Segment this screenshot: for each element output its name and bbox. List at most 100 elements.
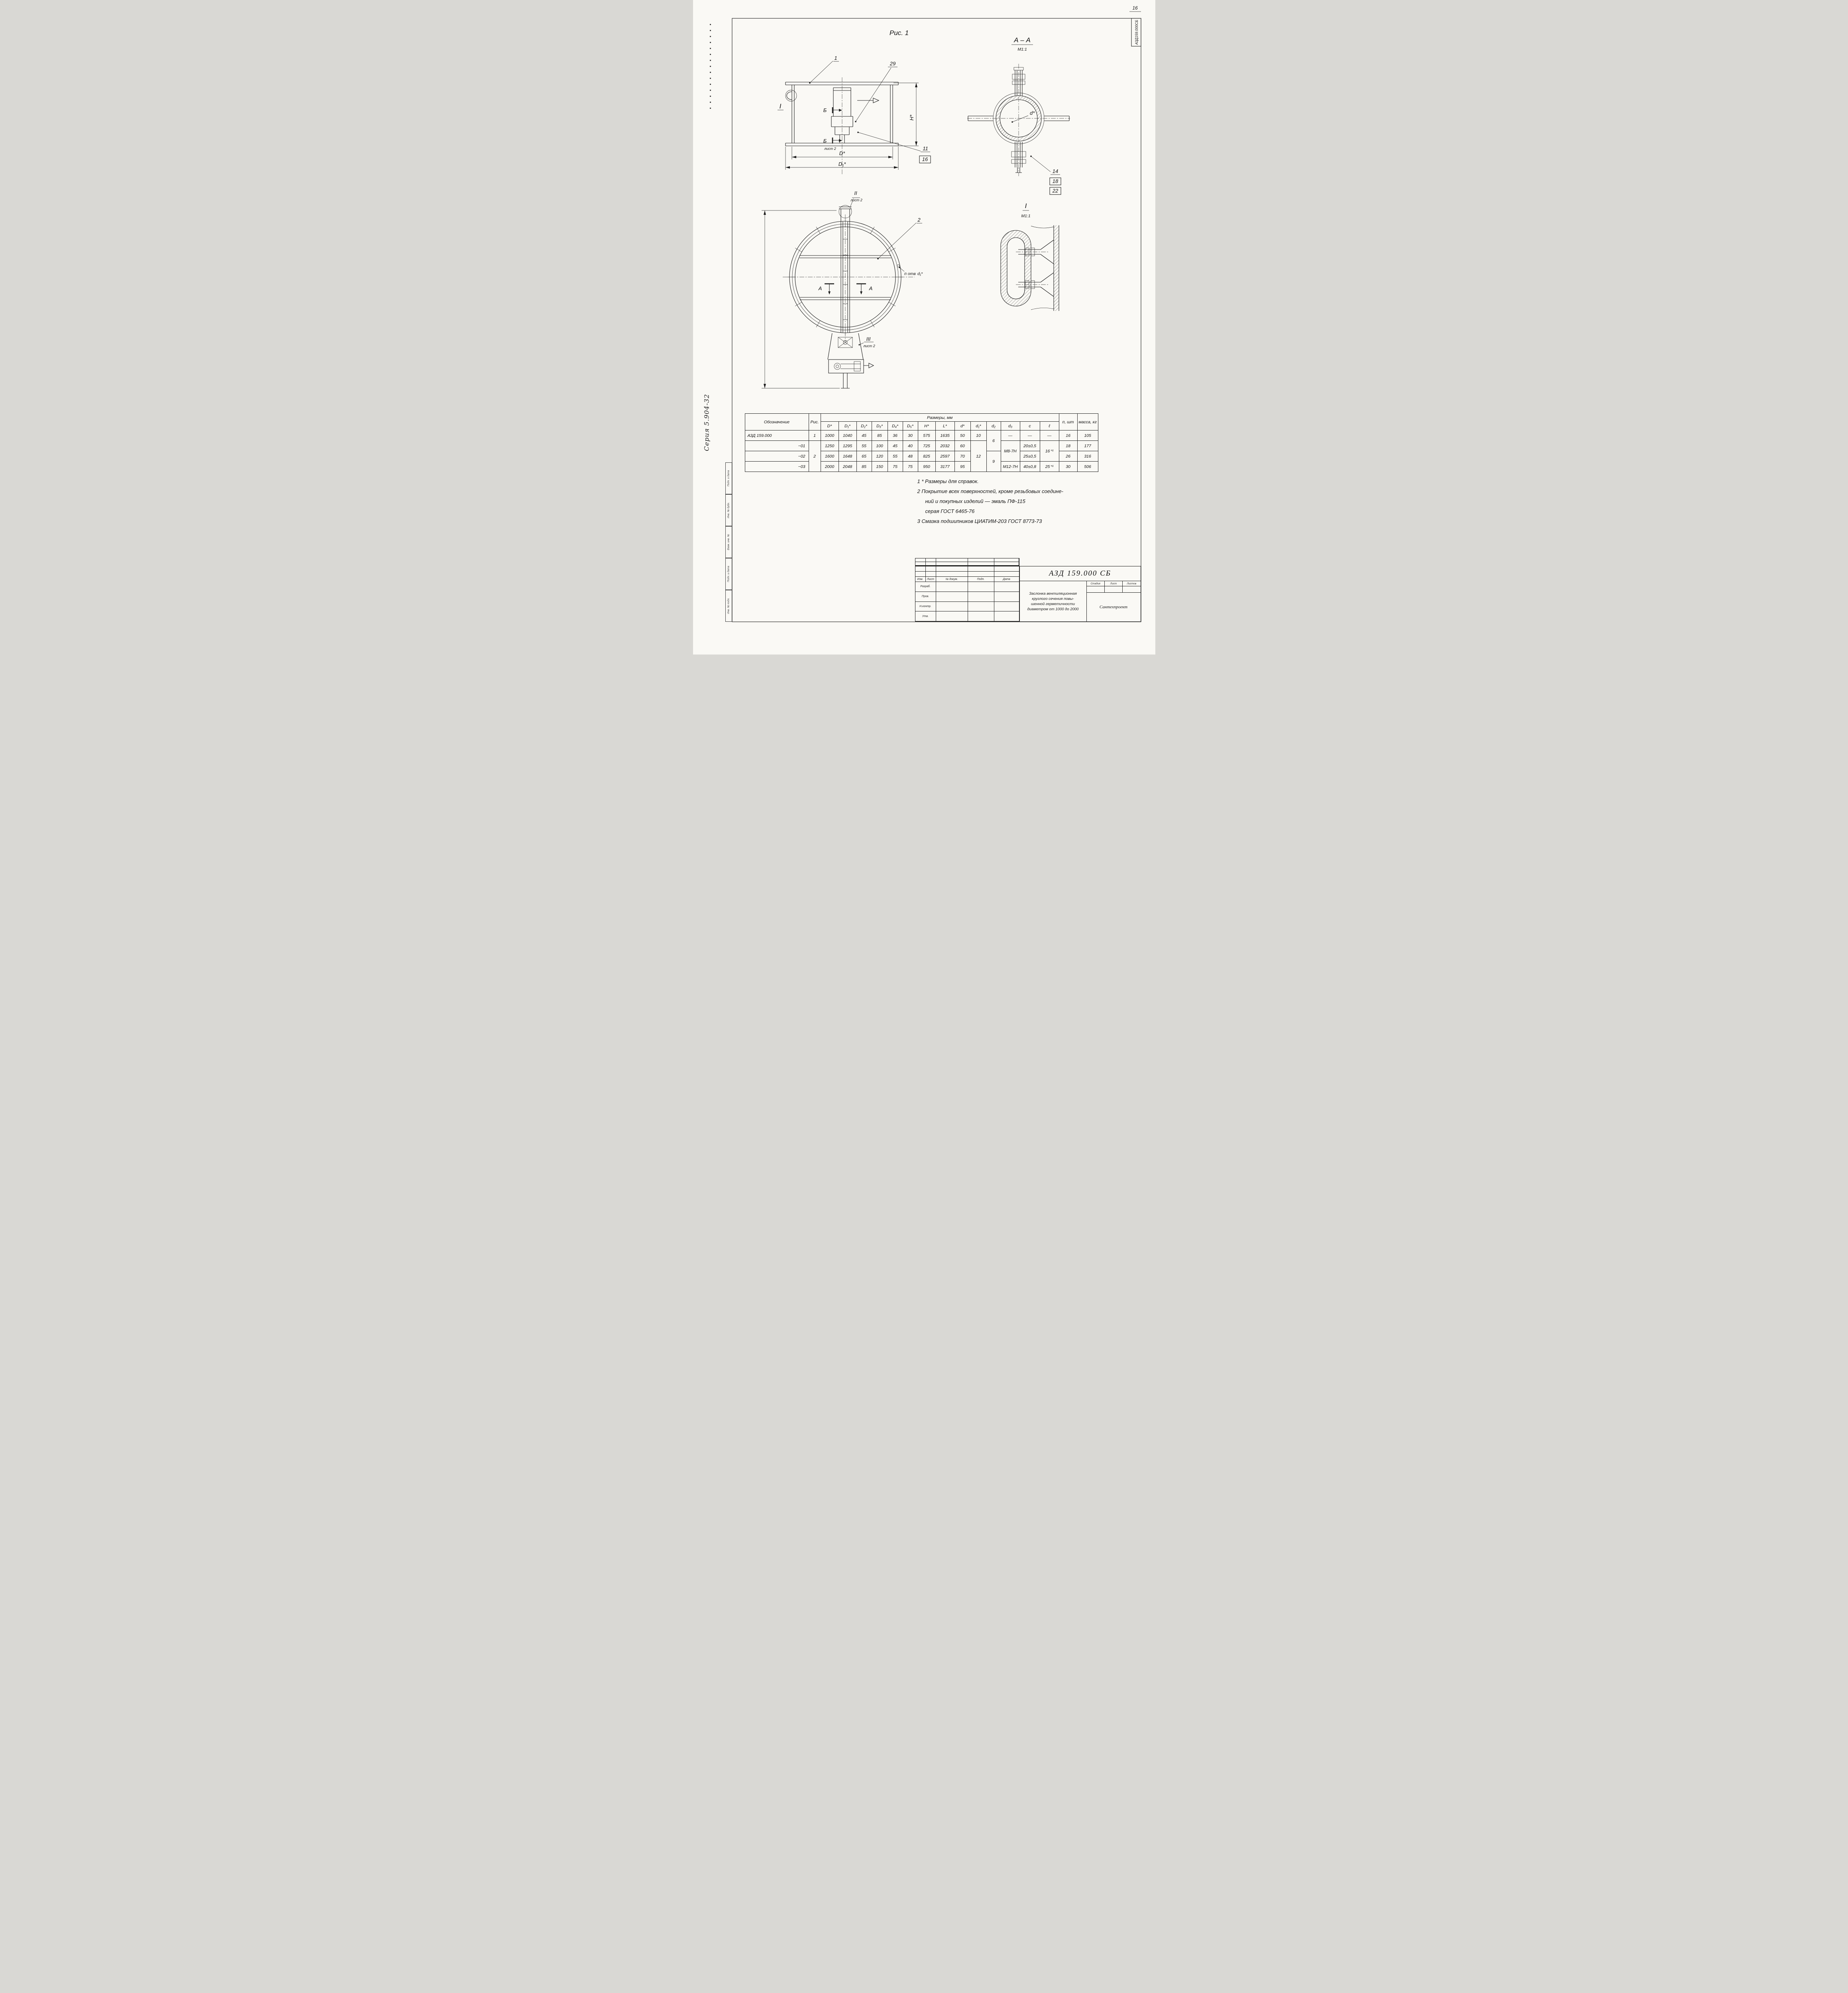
table-cell: 55	[856, 440, 872, 451]
note-line: 3 Смазка подшипников ЦИАТИМ-203 ГОСТ 877…	[917, 518, 1042, 524]
margin-perforation-marks	[709, 24, 711, 110]
note-line: серая ГОСТ 6465-76	[925, 508, 975, 514]
notes-block: 1 * Размеры для справок. 2 Покрытие всех…	[917, 476, 1105, 526]
col-mass-header: масса, кг	[1077, 413, 1098, 430]
table-cell: 105	[1077, 430, 1098, 441]
dim-header: d₃	[1000, 421, 1020, 430]
table-cell: 1600	[820, 451, 839, 462]
table-cell: 1	[808, 430, 821, 441]
table-cell: 18	[1059, 440, 1078, 451]
sheet-label: Лист	[1105, 581, 1123, 586]
title-block-meta: Стадия Лист Листов Сантехпроект	[1086, 581, 1141, 621]
section-b-label-top: Б	[823, 107, 827, 113]
table-cell: 40	[902, 440, 918, 451]
table-cell: 65	[856, 451, 872, 462]
margin-stamp-label: Взам. инв. №	[727, 534, 730, 550]
margin-stamp: Инв. № дубл.	[725, 494, 732, 526]
section-b-label-bottom: Б	[823, 138, 827, 144]
dims-group-header: Размеры, мм	[820, 413, 1059, 422]
table-cell: 9	[986, 451, 1001, 472]
sig-row-label: Н.контр.	[915, 601, 936, 612]
dim-header: d₂	[986, 421, 1001, 430]
table-cell: 2000	[820, 461, 839, 472]
dim-header: H*	[917, 421, 936, 430]
table-cell: 100	[871, 440, 888, 451]
callout-29-label: 29	[889, 61, 895, 67]
table-cell: 20±0,5	[1019, 440, 1040, 451]
margin-stamp: Подп. и дата	[725, 558, 732, 590]
sig-row-label: Утв.	[915, 611, 936, 621]
table-cell: 1635	[935, 430, 955, 441]
table-cell: −02	[744, 451, 809, 462]
detail-i-marker-circle	[785, 90, 797, 102]
table-cell: 16	[1059, 430, 1078, 441]
table-cell: 950	[917, 461, 936, 472]
dimensions-table: Обозначение Рис. Размеры, мм п, шт масса…	[744, 413, 1098, 472]
table-cell: 1000	[820, 430, 839, 441]
dim-header: D₄*	[887, 421, 903, 430]
col-qty-header: п, шт	[1059, 413, 1078, 430]
marker-iii-sheet-ref: лист 2	[863, 344, 875, 348]
callout-16-boxed-label: 16	[922, 156, 928, 162]
drawing-title-line: Заслонка вентиляционная	[1029, 591, 1077, 596]
change-col-header: Лист	[925, 577, 936, 582]
title-block-extension	[915, 558, 1019, 566]
table-cell: 75	[902, 461, 918, 472]
table-cell: 150	[871, 461, 888, 472]
dim-header: D₅*	[902, 421, 918, 430]
detail-i-marker-label: I	[779, 102, 781, 110]
table-cell: 120	[871, 451, 888, 462]
callout-14-label: 14	[1052, 168, 1058, 174]
marker-ii-sheet-ref: лист 2	[850, 198, 862, 202]
table-cell: 45	[887, 440, 903, 451]
table-cell: 26	[1059, 451, 1078, 462]
sig-row-label: Разраб.	[915, 582, 936, 592]
table-cell: 725	[917, 440, 936, 451]
section-aa-scale: М1:1	[1017, 47, 1027, 52]
drawing-title-line: диаметром от 1000 до 2000	[1027, 607, 1079, 611]
drawing-title: Заслонка вентиляционная круглого сечения…	[1020, 581, 1087, 621]
dim-header: d₁*	[970, 421, 987, 430]
organization-name: Сантехпроект	[1099, 605, 1128, 609]
note-line: ний и покупных изделий — эмаль ПФ-115	[925, 498, 1025, 504]
dim-d-star-label: d*	[1030, 110, 1035, 116]
change-col-header: № докум.	[936, 577, 968, 582]
table-cell: 60	[954, 440, 971, 451]
table-cell: 1648	[838, 451, 857, 462]
drawing-sheet: 16 АЗД159.000СБ Рис. 1	[693, 0, 1155, 655]
sheets-label: Листов	[1127, 582, 1137, 585]
table-cell: 55	[887, 451, 903, 462]
sig-row-label: Пров.	[915, 592, 936, 602]
series-annotation: Серия 5.904-32	[699, 371, 715, 474]
dim-header: D₂*	[856, 421, 872, 430]
table-cell: 1250	[820, 440, 839, 451]
series-annotation-text: Серия 5.904-32	[703, 394, 710, 451]
figure-caption: Рис. 1	[889, 29, 908, 37]
table-cell: 6	[986, 430, 1001, 451]
table-cell: −01	[744, 440, 809, 451]
change-col-header: Подп.	[968, 577, 994, 582]
callout-2-label: 2	[917, 217, 921, 223]
dim-header: ℓ	[1039, 421, 1059, 430]
detail-i-view: I М1:1	[1000, 202, 1059, 311]
dim-header: c	[1019, 421, 1040, 430]
col-designation-header: Обозначение	[744, 413, 809, 430]
title-block-main: АЗД 159.000 СБ Заслонка вентиляционная к…	[1019, 566, 1141, 621]
change-col-header: Дата	[994, 577, 1019, 582]
table-cell: М12-7Н	[1000, 461, 1020, 472]
holes-dim-label: d₁*	[917, 271, 923, 276]
callout-1-label: 1	[834, 55, 837, 61]
table-cell: —	[1000, 430, 1020, 441]
dim-header: D*	[820, 421, 839, 430]
table-cell: —	[1039, 430, 1059, 441]
drawing-canvas: 16 АЗД159.000СБ Рис. 1	[731, 5, 1141, 622]
dim-header: d*	[954, 421, 971, 430]
table-cell: 16⁺¹	[1039, 440, 1059, 462]
table-cell: 85	[871, 430, 888, 441]
table-cell: 3177	[935, 461, 955, 472]
border-frame: 16 АЗД159.000СБ	[731, 5, 1141, 622]
margin-stamp: Инв. № подл.	[725, 590, 732, 622]
table-cell: 30	[902, 430, 918, 441]
